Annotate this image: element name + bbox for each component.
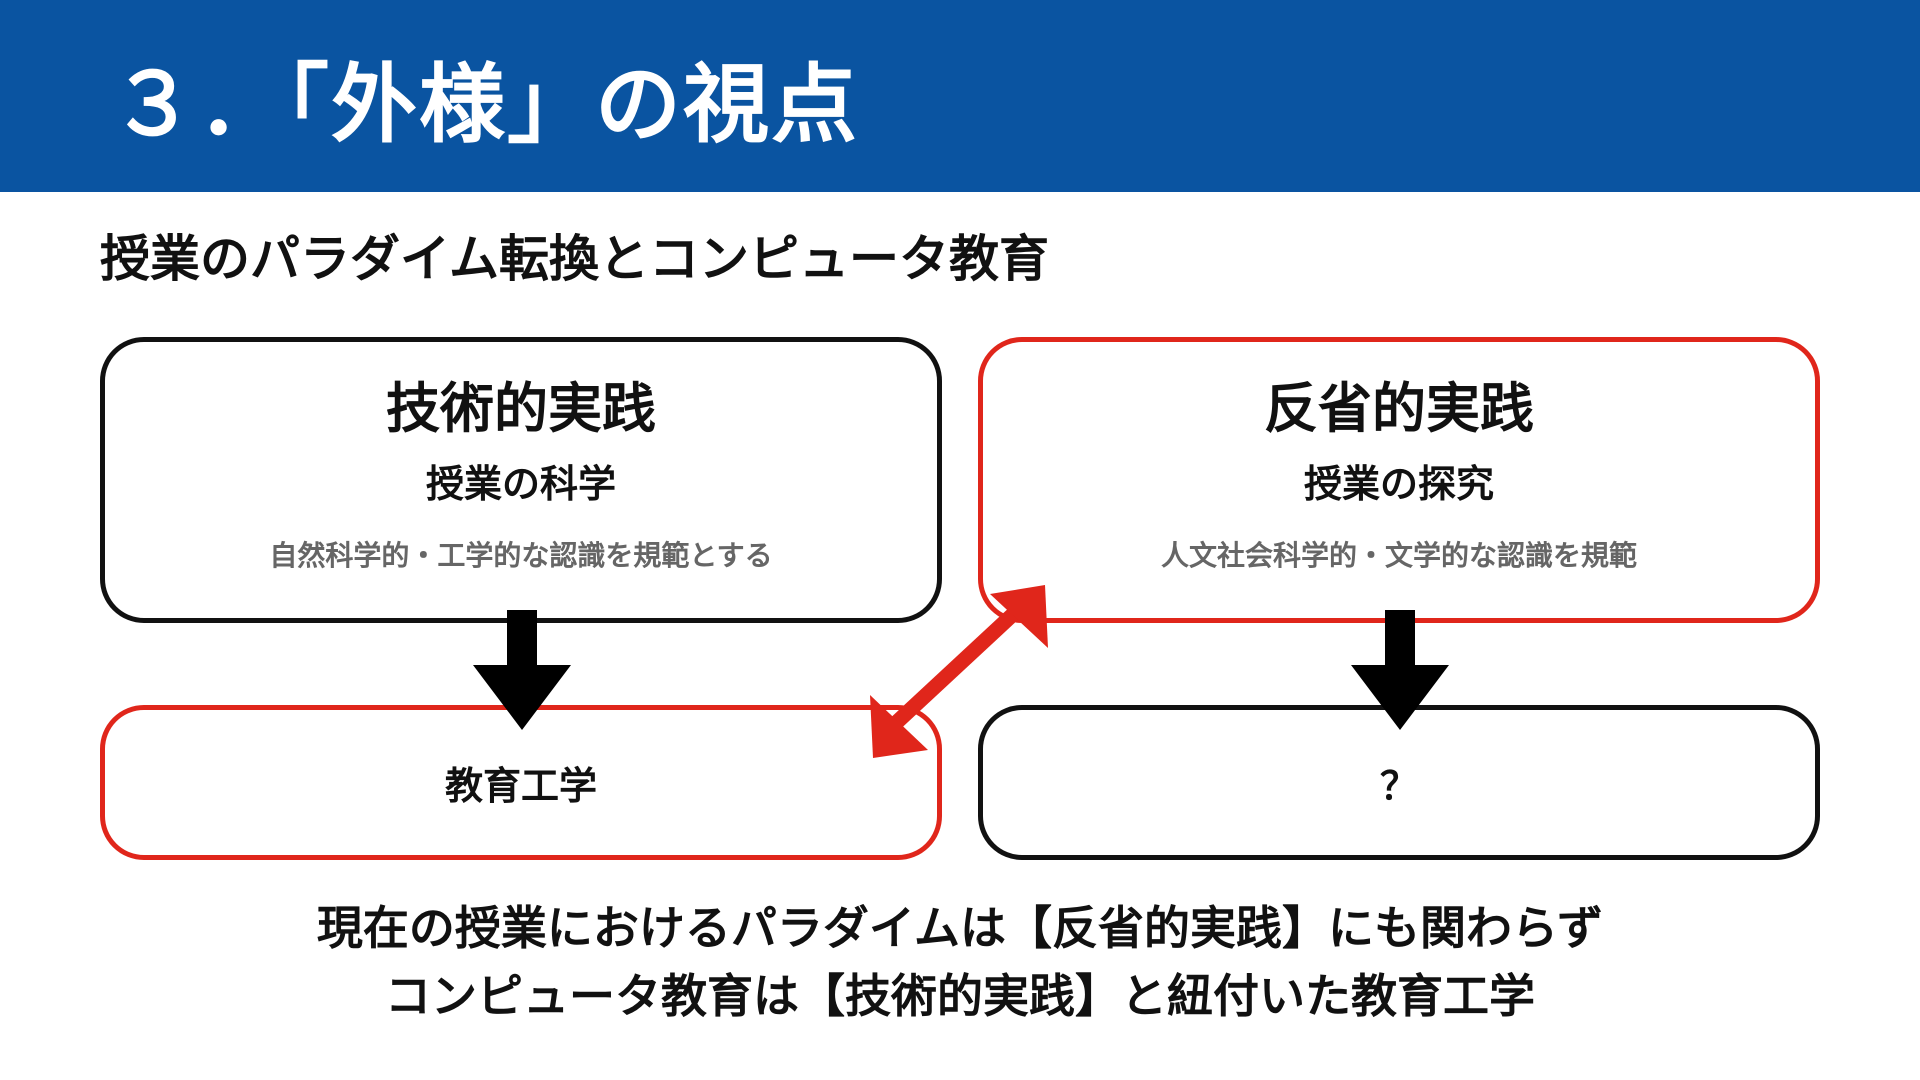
unknown-label: ？: [1379, 764, 1418, 808]
conclusion-line-1: 現在の授業におけるパラダイムは【反省的実践】にも関わらず: [316, 901, 1604, 955]
slide-subtitle: 授業のパラダイム転換とコンピュータ教育: [100, 230, 1049, 288]
reflective-practice-subtitle: 授業の探究: [1303, 462, 1494, 506]
conclusion-line-2: コンピュータ教育は【技術的実践】と紐付いた教育工学: [385, 969, 1535, 1023]
reflective-practice-description: 人文社会科学的・文学的な認識を規範: [1160, 539, 1637, 572]
header-bar: ３．「外様」の視点: [0, 0, 1920, 192]
technical-practice-title: 技術的実践: [386, 377, 656, 440]
educational-technology-label: 教育工学: [444, 764, 597, 808]
red-double-arrow: [870, 585, 1048, 758]
down-arrow-left: [473, 610, 571, 730]
technical-practice-subtitle: 授業の科学: [425, 462, 616, 506]
unknown-box: ？: [978, 705, 1820, 860]
down-arrow-right: [1351, 610, 1449, 730]
reflective-practice-title: 反省的実践: [1264, 377, 1534, 440]
technical-practice-description: 自然科学的・工学的な認識を規範とする: [269, 539, 773, 572]
slide-title: ３．「外様」の視点: [110, 55, 859, 155]
